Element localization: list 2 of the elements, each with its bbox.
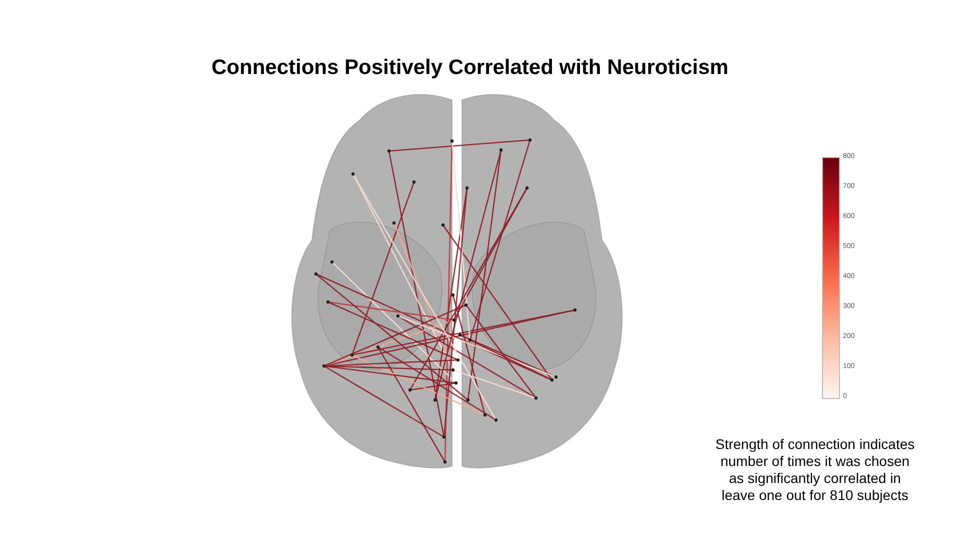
note-text: Strength of connection indicates number of times it was chosen as significantly correlated in leave one out for 810 subjects <box>715 436 915 504</box>
chart-title: Connections Positively Correlated with Neuroticism <box>210 55 730 81</box>
